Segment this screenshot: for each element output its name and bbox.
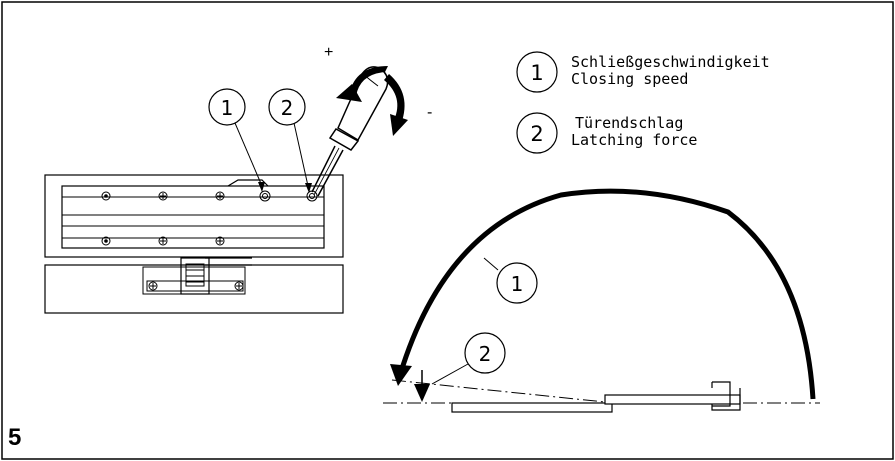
- bracket-plate: [44, 264, 344, 314]
- valve-closing-speed: [259, 190, 271, 202]
- legend-label-2-de: Türendschlag: [575, 114, 684, 132]
- rotation-arrows: [336, 66, 408, 136]
- closing-arc: [397, 188, 816, 400]
- callout-2-label: 2: [281, 96, 294, 120]
- arc-callout-2-label: 2: [479, 342, 492, 366]
- door-leaf-right: [604, 394, 741, 405]
- closer-rail: [61, 185, 325, 249]
- legend-label-1-de: Schließgeschwindigkeit: [571, 53, 770, 71]
- callout-1-label: 1: [221, 96, 234, 120]
- legend-circle-2: 2: [516, 112, 558, 154]
- callout-1-closer: 1: [208, 88, 265, 192]
- legend-circle-1: 1: [516, 51, 558, 93]
- figure-number: 5: [8, 424, 22, 451]
- closer-screws-bottom: [101, 236, 225, 246]
- hinge: [711, 381, 741, 411]
- legend-label-1-en: Closing speed: [571, 70, 689, 88]
- rotation-minus-sign: -: [427, 104, 433, 121]
- door-leaf-left: [451, 402, 613, 413]
- arc-callout-1-label: 1: [511, 272, 524, 296]
- legend-number-1: 1: [530, 61, 543, 85]
- mounting-bracket: [44, 257, 344, 314]
- closing-arrowhead: [390, 364, 412, 386]
- door-closer: [44, 174, 344, 258]
- rotation-plus-sign: +: [324, 44, 334, 61]
- legend-label-2-en: Latching force: [571, 131, 698, 149]
- callout-2-closer: 2: [268, 88, 312, 193]
- latching-arrowhead: [414, 384, 430, 402]
- closer-screws-top: [101, 191, 225, 201]
- closing-arc-diagram: 1 2: [383, 188, 820, 413]
- latching-angle-line: [391, 379, 606, 403]
- closer-housing: [44, 174, 344, 258]
- legend-number-2: 2: [530, 122, 543, 146]
